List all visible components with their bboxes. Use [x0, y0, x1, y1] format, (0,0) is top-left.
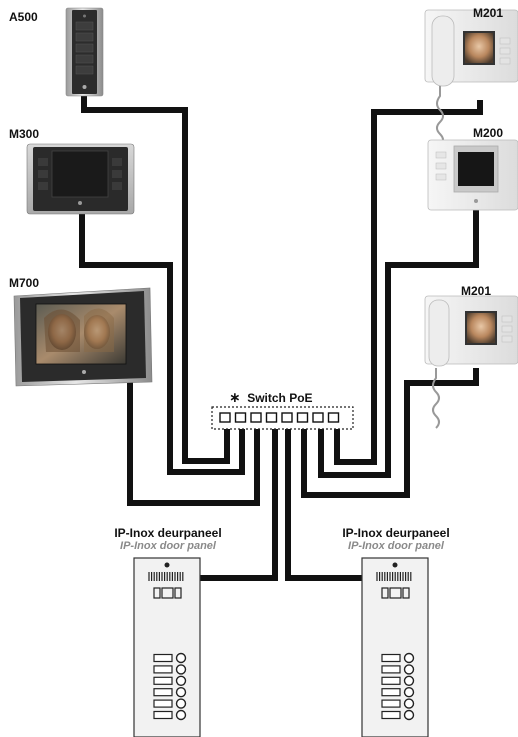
- camera-lens-icon: [392, 562, 398, 568]
- m201-top-device: [424, 9, 518, 147]
- label-m201-top: M201: [473, 6, 504, 20]
- poe-switch: [211, 406, 354, 430]
- label-m200: M200: [473, 126, 504, 140]
- label-m700: M700: [9, 276, 40, 290]
- call-button-icon: [175, 664, 187, 675]
- cable-a500: [81, 95, 230, 464]
- switch-symbol: ∗: [229, 390, 241, 406]
- call-button-row: [153, 698, 187, 709]
- door-panel-right-subtitle: IP-Inox door panel: [348, 540, 444, 552]
- call-button-icon: [403, 652, 415, 664]
- door-panel-left-subtitle: IP-Inox door panel: [120, 540, 216, 552]
- call-button-row: [153, 652, 187, 664]
- speaker-grill-icon: [376, 572, 412, 581]
- cable-m700: [127, 380, 260, 506]
- label-a500: A500: [9, 10, 38, 24]
- switch-port: [250, 412, 262, 423]
- call-button-icon: [175, 687, 187, 698]
- call-button-row: [153, 687, 187, 698]
- call-button-row: [381, 664, 415, 675]
- m300-device: [26, 143, 135, 215]
- switch-label: ∗ Switch PoE: [229, 389, 313, 407]
- call-button-icon: [175, 675, 187, 686]
- call-button-row: [153, 664, 187, 675]
- call-button-icon: [403, 698, 415, 709]
- call-button-row: [153, 709, 187, 721]
- door-panel-right-title: IP-Inox deurpaneel: [342, 526, 450, 540]
- switch-port: [219, 412, 231, 423]
- door-panel-left-title: IP-Inox deurpaneel: [114, 526, 222, 540]
- display-window-icon: [381, 587, 410, 599]
- door-panel-body: [361, 557, 429, 737]
- call-button-row: [381, 687, 415, 698]
- call-button-icon: [403, 664, 415, 675]
- switch-port: [312, 412, 324, 423]
- cable-door-panel-right: [285, 422, 362, 581]
- switch-port: [327, 412, 340, 423]
- camera-lens-icon: [164, 562, 170, 568]
- call-button-icon: [403, 687, 415, 698]
- m200-device: [427, 139, 518, 211]
- call-button-icon: [175, 698, 187, 709]
- switch-port: [281, 412, 293, 423]
- label-m300: M300: [9, 127, 40, 141]
- switch-port: [265, 412, 278, 423]
- door-panel-left: [133, 557, 201, 737]
- call-button-row: [153, 675, 187, 686]
- call-button-icon: [175, 652, 187, 664]
- speaker-grill-icon: [148, 572, 184, 581]
- switch-title: Switch PoE: [247, 391, 313, 405]
- call-button-row: [381, 652, 415, 664]
- cable-m300: [79, 212, 245, 475]
- cables: [79, 95, 483, 581]
- display-window-icon: [153, 587, 182, 599]
- cable-m201-bottom: [301, 368, 479, 498]
- call-button-icon: [175, 709, 187, 721]
- cable-m200: [318, 208, 479, 478]
- call-button-row: [381, 675, 415, 686]
- call-button-icon: [403, 709, 415, 721]
- switch-port: [296, 412, 309, 423]
- call-button-icon: [403, 675, 415, 686]
- door-panel-right: [361, 557, 429, 737]
- m700-device: [13, 287, 153, 387]
- m201-bottom-device: [424, 295, 518, 429]
- cable-m201-top: [334, 100, 483, 465]
- call-button-row: [381, 698, 415, 709]
- label-m201-bottom: M201: [461, 284, 492, 298]
- a500-device: [65, 7, 104, 97]
- call-button-row: [381, 709, 415, 721]
- switch-port: [234, 412, 247, 423]
- door-panel-body: [133, 557, 201, 737]
- cable-door-panel-left: [200, 422, 278, 581]
